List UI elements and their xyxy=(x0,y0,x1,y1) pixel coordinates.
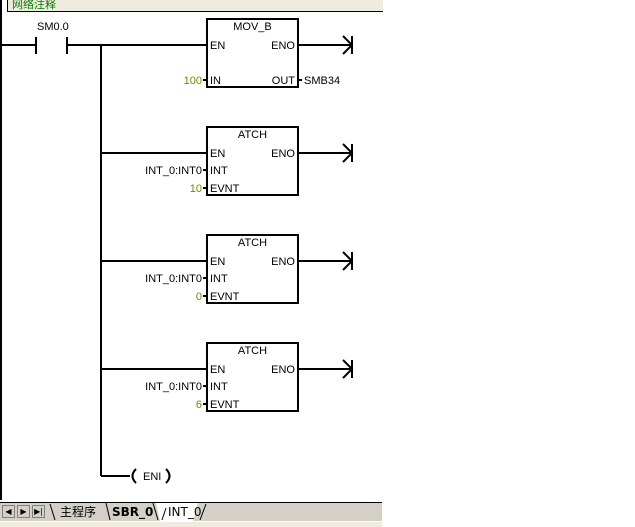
en-pin: EN xyxy=(210,256,225,268)
en-pin: EN xyxy=(210,148,225,160)
input-pin-int: INT xyxy=(210,165,228,177)
input-operand[interactable]: 0 xyxy=(196,291,202,303)
function-box-mov-b[interactable]: MOV_B EN ENO IN 100 OUT SMB34 xyxy=(184,18,354,88)
network-comment[interactable]: 网络注释 xyxy=(7,0,383,12)
eno-pin: ENO xyxy=(271,40,295,52)
tab-shapes xyxy=(49,503,207,521)
box-frame xyxy=(206,234,299,304)
box-frame xyxy=(206,18,299,88)
input-operand[interactable]: 6 xyxy=(196,399,202,411)
input-pin-evnt: EVNT xyxy=(210,291,240,303)
network-comment-label: 网络注释 xyxy=(12,0,56,11)
tab-main-program[interactable]: 主程序 xyxy=(60,503,96,521)
output-operand[interactable]: SMB34 xyxy=(304,75,340,87)
first-icon[interactable]: ◀ xyxy=(2,505,15,518)
en-pin: EN xyxy=(210,40,225,52)
box-title: MOV_B xyxy=(233,21,272,33)
tab-label: 主程序 xyxy=(60,505,97,519)
en-pin: EN xyxy=(210,364,225,376)
box-frame xyxy=(206,126,299,196)
input-pin-evnt: EVNT xyxy=(210,183,240,195)
status-strip xyxy=(0,521,382,527)
box-frame xyxy=(206,342,299,412)
next-icon[interactable]: ▶ xyxy=(17,505,30,518)
box-title: ATCH xyxy=(238,237,267,249)
tab-int-0[interactable]: INT_0 xyxy=(168,503,201,521)
box-title: ATCH xyxy=(238,129,267,141)
input-operand[interactable]: 100 xyxy=(184,75,202,87)
eni-coil[interactable]: ENI xyxy=(101,468,171,484)
program-tab-bar: ◀ ▶ ▶| 主程序 SBR_0 INT_0 xyxy=(0,502,382,521)
output-pin-out: OUT xyxy=(272,75,296,87)
input-operand[interactable]: INT_0:INT0 xyxy=(145,165,202,177)
input-operand[interactable]: 10 xyxy=(190,183,202,195)
eno-pin: ENO xyxy=(271,148,295,160)
box-title: ATCH xyxy=(238,345,267,357)
power-rail-top xyxy=(0,0,2,11)
tab-sbr-0[interactable]: SBR_0 xyxy=(112,503,153,521)
input-operand[interactable]: INT_0:INT0 xyxy=(145,381,202,393)
contact-address: SM0.0 xyxy=(37,21,69,33)
last-icon[interactable]: ▶| xyxy=(32,505,45,518)
input-pin-int: INT xyxy=(210,273,228,285)
input-operand[interactable]: INT_0:INT0 xyxy=(145,273,202,285)
tab-label: INT_0 xyxy=(168,505,202,519)
input-pin-in: IN xyxy=(210,75,221,87)
eno-pin: ENO xyxy=(271,364,295,376)
eno-pin: ENO xyxy=(271,256,295,268)
contact-sm0-0[interactable]: SM0.0 xyxy=(1,21,207,54)
tab-label: SBR_0 xyxy=(112,505,154,519)
input-pin-int: INT xyxy=(210,381,228,393)
coil-label: ENI xyxy=(143,471,161,483)
input-pin-evnt: EVNT xyxy=(210,399,240,411)
